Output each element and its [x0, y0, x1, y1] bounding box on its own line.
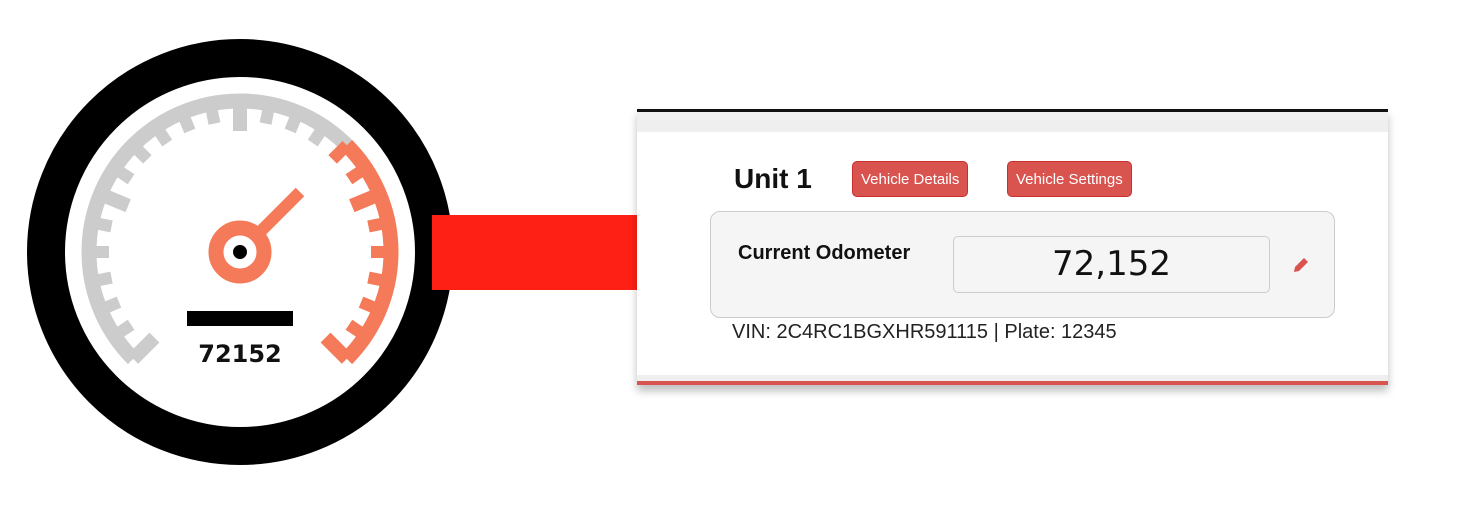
odometer-gauge-illustration: 72152	[27, 39, 453, 465]
gauge-tick	[128, 140, 152, 164]
gauge-tick	[320, 332, 352, 364]
gauge-tick	[98, 296, 122, 316]
gauge-tick	[349, 187, 383, 213]
gauge-tick	[111, 319, 135, 341]
odometer-card: Current Odometer 72,152	[710, 211, 1335, 318]
gauge-tick	[358, 296, 382, 316]
header-band	[637, 112, 1388, 132]
vehicle-panel: Unit 1 Vehicle Details Vehicle Settings …	[637, 109, 1388, 385]
gauge-tick	[367, 216, 390, 233]
gauge-tick	[151, 123, 173, 147]
gauge-tick	[345, 163, 369, 185]
gauge-tick	[176, 110, 196, 134]
gauge-tick	[307, 123, 329, 147]
gauge-tick	[128, 332, 160, 364]
pencil-icon[interactable]	[1291, 255, 1311, 275]
gauge-tick	[259, 102, 276, 125]
gauge-hub-dot	[233, 245, 247, 259]
gauge-tick	[345, 319, 369, 341]
red-arrow-icon	[432, 200, 705, 305]
gauge-tick	[284, 110, 304, 134]
gauge-reading: 72152	[198, 340, 282, 368]
odometer-value: 72,152	[953, 236, 1270, 293]
vehicle-settings-button[interactable]: Vehicle Settings	[1007, 161, 1132, 197]
gauge-tick	[328, 140, 352, 164]
gauge-tick	[367, 271, 390, 288]
gauge-tick	[111, 163, 135, 185]
unit-title: Unit 1	[734, 163, 812, 194]
vin-plate-text: VIN: 2C4RC1BGXHR591115 | Plate: 12345	[732, 321, 1117, 343]
gauge-tick	[204, 102, 221, 125]
gauge-display-bar	[187, 311, 293, 326]
top-border	[637, 109, 1388, 112]
bottom-border	[637, 375, 1388, 385]
gauge-tick	[90, 271, 113, 288]
gauge-tick	[90, 216, 113, 233]
gauge-tick	[97, 187, 131, 213]
odometer-label: Current Odometer	[738, 242, 911, 264]
gauge-scale	[81, 93, 399, 365]
vehicle-details-button[interactable]: Vehicle Details	[852, 161, 969, 197]
